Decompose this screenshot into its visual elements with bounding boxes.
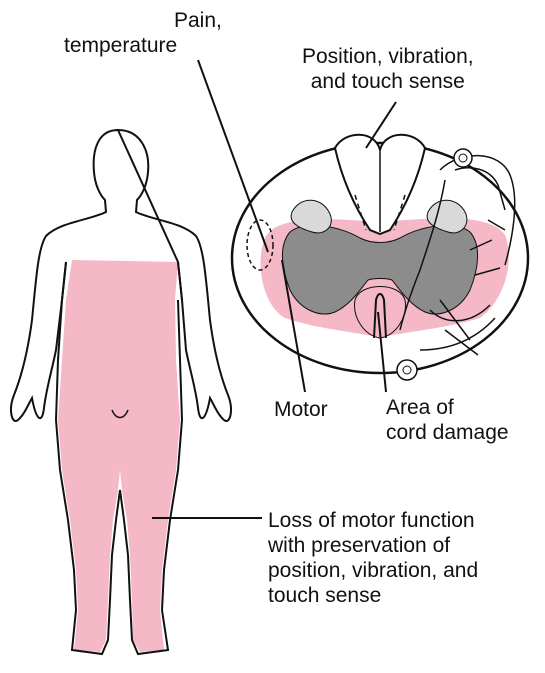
label-pain: Pain, temperature	[158, 8, 222, 58]
leader-pain	[198, 60, 268, 252]
label-area-line1: Area of	[386, 395, 509, 420]
label-loss-description: Loss of motor function with preservation…	[268, 508, 478, 608]
label-area-damage: Area of cord damage	[386, 395, 509, 445]
body-figure	[11, 130, 231, 654]
label-loss-line4: touch sense	[268, 583, 478, 608]
vessel-top-right	[454, 149, 472, 167]
label-motor-text: Motor	[274, 397, 328, 422]
label-position-line1: Position, vibration,	[302, 44, 474, 69]
label-pain-line1: Pain,	[158, 8, 222, 33]
label-pain-line2: temperature	[64, 33, 222, 58]
label-loss-line1: Loss of motor function	[268, 508, 478, 533]
spinal-cord-section	[232, 135, 528, 380]
label-position-line2: and touch sense	[302, 69, 474, 94]
label-loss-line2: with preservation of	[268, 533, 478, 558]
label-position-vibration: Position, vibration, and touch sense	[302, 44, 474, 94]
vessel-bottom	[397, 360, 417, 380]
affected-body-region	[58, 260, 180, 652]
label-motor: Motor	[274, 397, 328, 422]
label-area-line2: cord damage	[386, 420, 509, 445]
label-loss-line3: position, vibration, and	[268, 558, 478, 583]
